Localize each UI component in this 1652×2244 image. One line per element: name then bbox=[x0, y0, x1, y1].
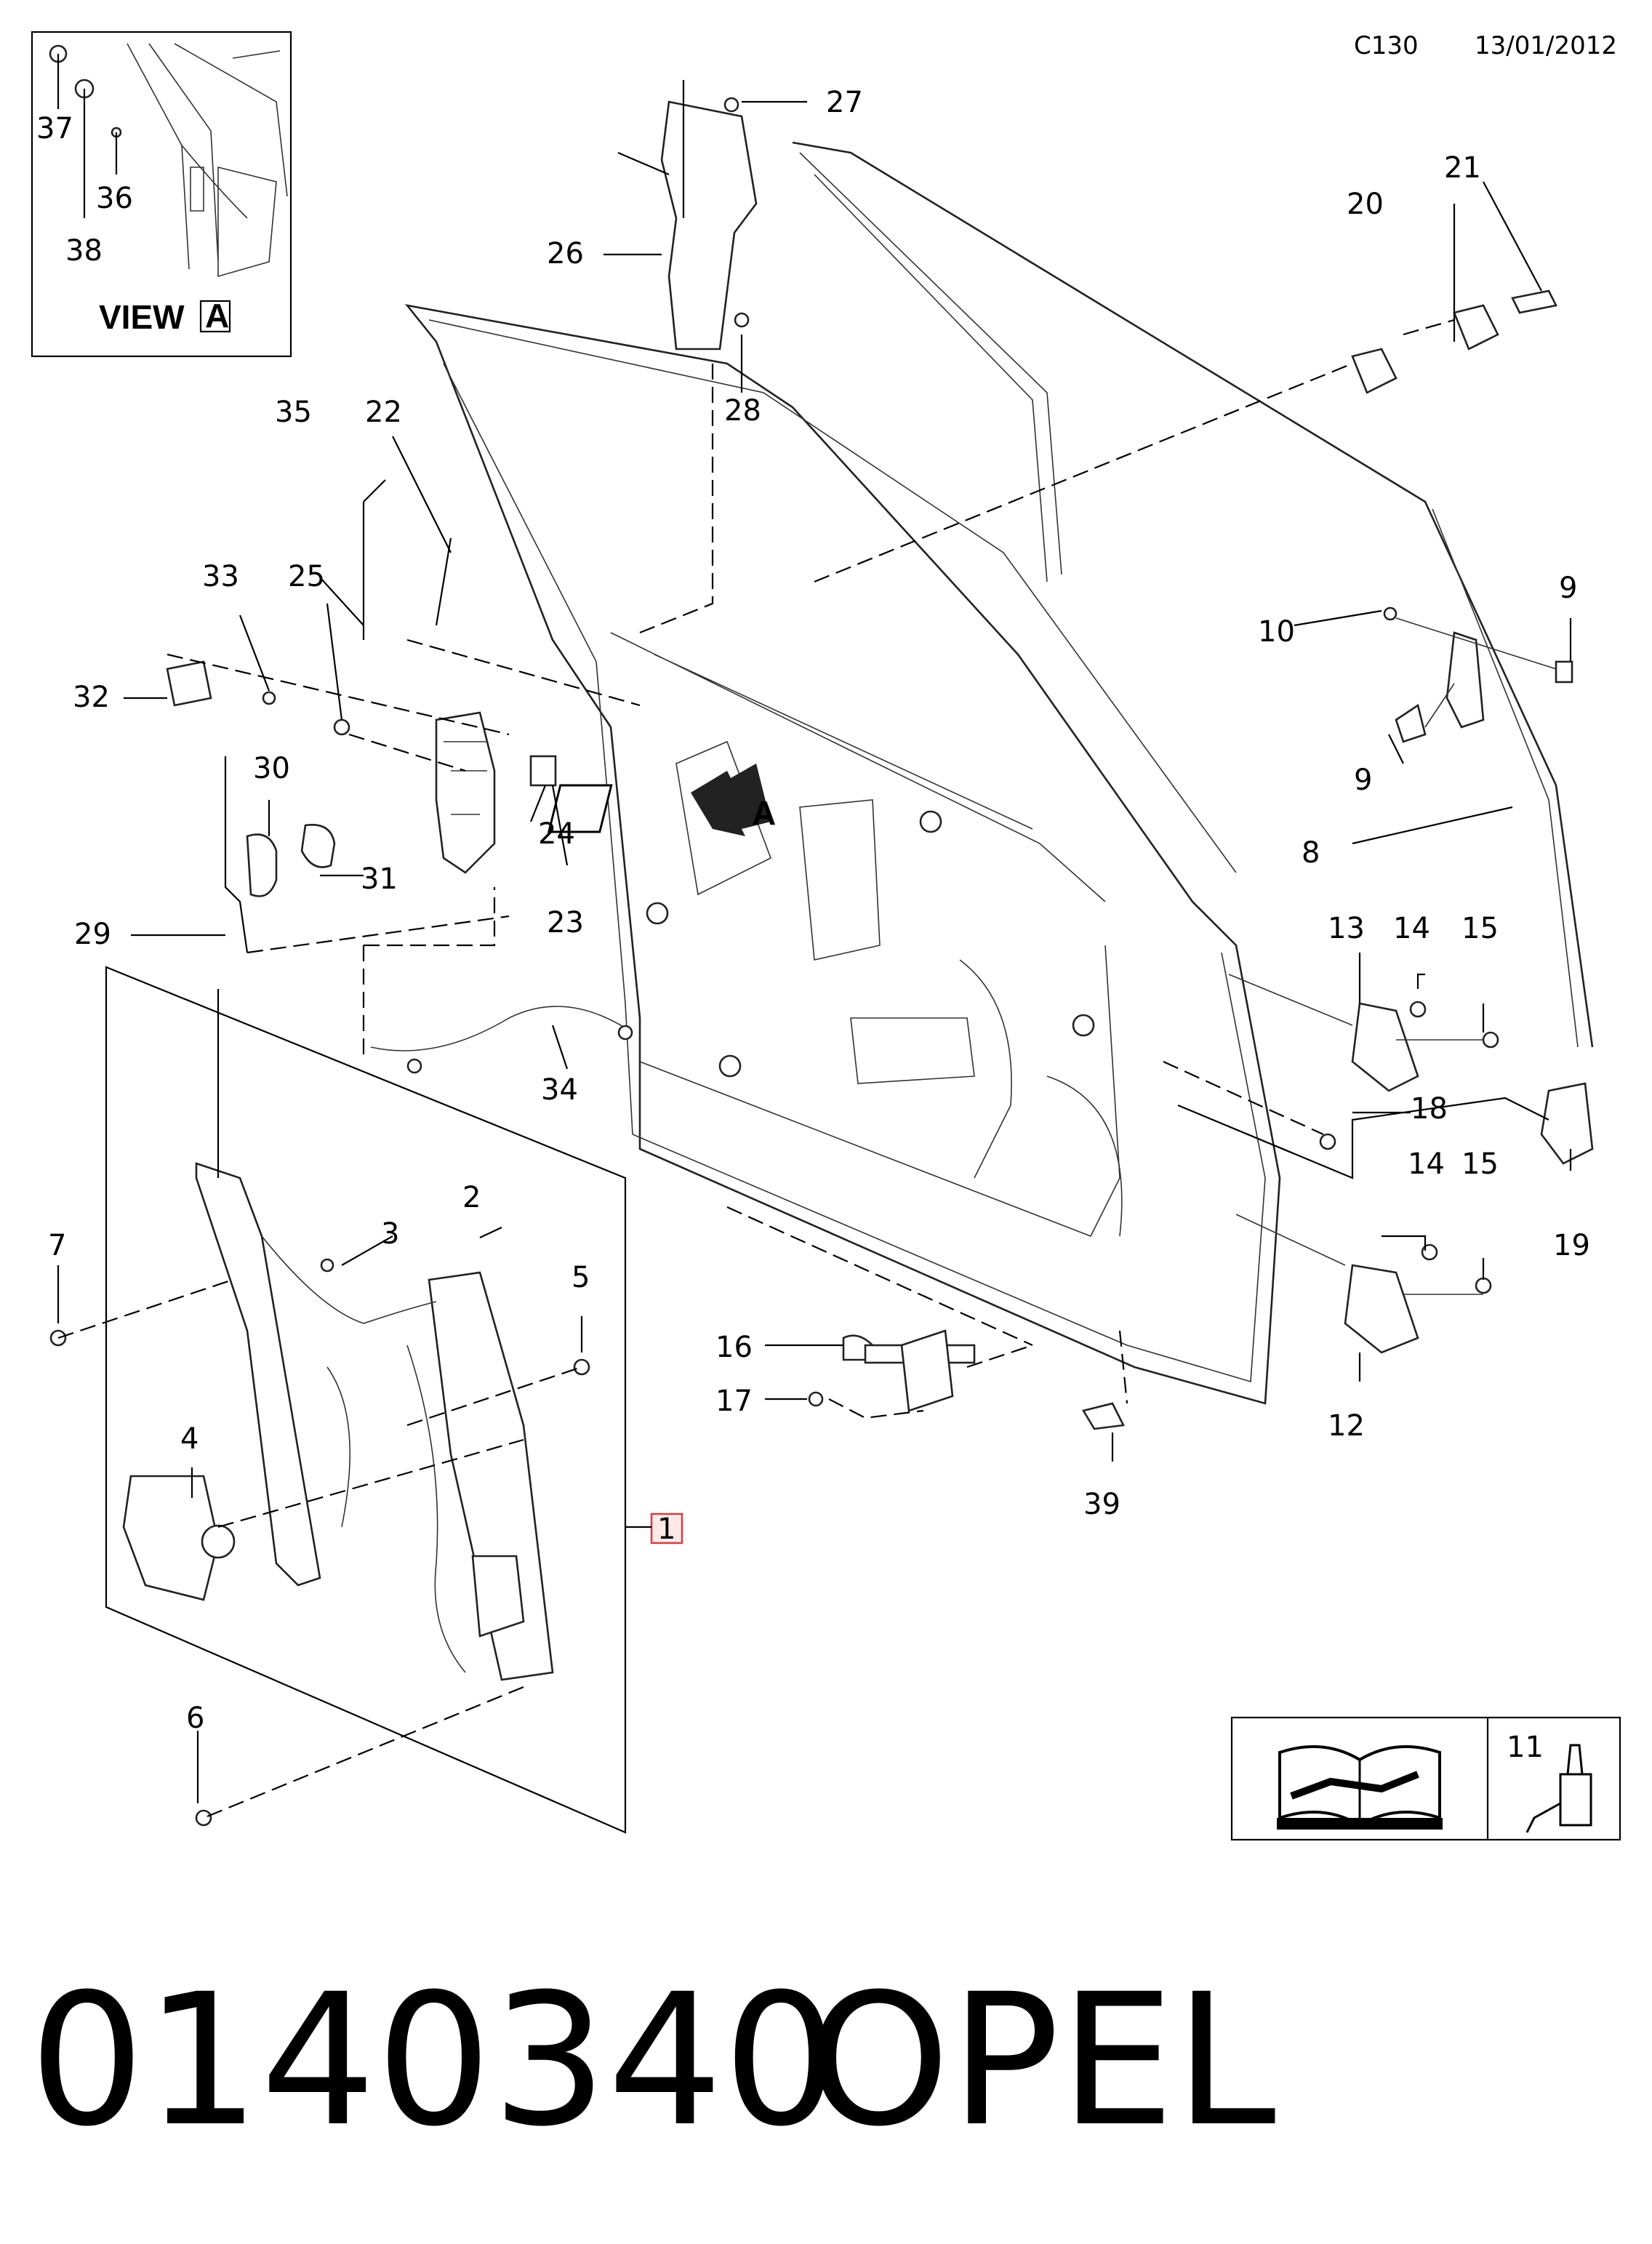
window-channel bbox=[792, 141, 1594, 1048]
callout-34: 34 bbox=[541, 1073, 578, 1107]
callout-14-upper: 14 bbox=[1393, 912, 1430, 945]
view-letter: A bbox=[205, 297, 229, 334]
view-label: VIEW bbox=[99, 298, 185, 336]
callout-9-upper: 9 bbox=[1559, 572, 1577, 605]
callout-39: 39 bbox=[1083, 1488, 1120, 1521]
callout-12: 12 bbox=[1328, 1409, 1365, 1443]
callout-30: 30 bbox=[253, 752, 290, 785]
callout-36: 36 bbox=[96, 182, 133, 215]
callout-23: 23 bbox=[547, 906, 584, 939]
callout-35: 35 bbox=[275, 396, 312, 429]
callout-22: 22 bbox=[365, 396, 402, 429]
callout-16: 16 bbox=[715, 1331, 753, 1364]
callout-9-lower: 9 bbox=[1354, 764, 1372, 797]
upper-right-clips bbox=[814, 289, 1573, 743]
view-a-inset: VIEW A bbox=[31, 31, 292, 358]
callout-7: 7 bbox=[48, 1229, 66, 1262]
window-regulator-panel bbox=[49, 966, 683, 1834]
legend-box bbox=[1230, 1716, 1621, 1841]
callout-4: 4 bbox=[180, 1422, 199, 1456]
sealant-tube-icon bbox=[1525, 1744, 1592, 1833]
callout-26: 26 bbox=[547, 237, 584, 271]
callout-11: 11 bbox=[1507, 1731, 1544, 1764]
callout-19: 19 bbox=[1553, 1229, 1590, 1262]
callout-8: 8 bbox=[1302, 836, 1320, 870]
brand-name: OPEL bbox=[807, 1955, 1276, 2166]
callout-15-lower: 15 bbox=[1461, 1147, 1499, 1181]
callout-20: 20 bbox=[1347, 188, 1384, 221]
callout-labels: 1 2 3 4 5 6 7 8 9 9 10 11 12 13 14 15 14… bbox=[36, 86, 1590, 1764]
callout-28: 28 bbox=[724, 394, 761, 428]
reference-marker-letter: A bbox=[752, 794, 776, 832]
lower-hinge bbox=[1235, 1214, 1492, 1354]
callout-5: 5 bbox=[572, 1261, 590, 1294]
callout-18: 18 bbox=[1411, 1092, 1448, 1126]
callout-13: 13 bbox=[1328, 912, 1365, 945]
diagram-code: C130 bbox=[1354, 31, 1419, 60]
repair-manual-icon bbox=[1277, 1745, 1443, 1830]
door-frame bbox=[404, 304, 1281, 1405]
clip-39 bbox=[1081, 1330, 1128, 1430]
callout-37: 37 bbox=[36, 112, 73, 145]
callout-29: 29 bbox=[74, 918, 111, 951]
callout-15-upper: 15 bbox=[1461, 912, 1499, 945]
callout-33: 33 bbox=[202, 560, 239, 593]
callout-6: 6 bbox=[186, 1702, 204, 1735]
callout-17: 17 bbox=[715, 1385, 753, 1418]
upper-hinge bbox=[1228, 973, 1499, 1092]
callout-32: 32 bbox=[73, 681, 110, 714]
callout-24: 24 bbox=[538, 817, 575, 851]
callout-25: 25 bbox=[288, 560, 325, 593]
callout-1: 1 bbox=[657, 1512, 675, 1546]
view-a-reference-marker: A bbox=[547, 764, 776, 836]
callout-38: 38 bbox=[65, 234, 103, 268]
callout-2: 2 bbox=[462, 1181, 481, 1214]
diagram-date: 13/01/2012 bbox=[1475, 31, 1617, 60]
callout-21: 21 bbox=[1444, 151, 1481, 185]
callout-31: 31 bbox=[361, 862, 398, 896]
callout-10: 10 bbox=[1258, 615, 1295, 649]
callout-14-lower: 14 bbox=[1408, 1147, 1445, 1181]
callout-leaders bbox=[57, 181, 1572, 1803]
part-number: 0140340 bbox=[29, 1955, 838, 2166]
callout-27: 27 bbox=[826, 86, 863, 119]
callout-3: 3 bbox=[381, 1217, 399, 1251]
door-check-strap bbox=[726, 1060, 1594, 1419]
mirror-bracket bbox=[617, 80, 807, 634]
